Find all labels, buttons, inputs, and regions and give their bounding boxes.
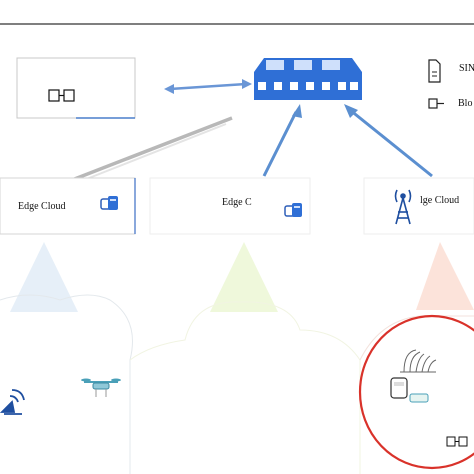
sim-card-icon: [428, 59, 441, 83]
coverage-cone-left: [10, 242, 78, 312]
edge-server-icon: [284, 203, 302, 217]
blockchain-box: [16, 57, 136, 119]
edge-cloud-label-mid: Edge C: [222, 197, 252, 208]
legend-label-block: Blo: [458, 98, 473, 109]
drone-icon: [81, 378, 121, 397]
core-link-arrow: [164, 79, 252, 94]
highlight-ellipse: [358, 314, 474, 470]
blockchain-chain-icon: [48, 89, 75, 102]
edge-cloud-box-right: [363, 177, 474, 235]
blockchain-chain-icon: [446, 436, 468, 447]
vehicle-icon: [390, 349, 437, 403]
edge-server-icon: [100, 196, 118, 210]
cell-tower-icon: [394, 189, 412, 225]
coverage-cone-mid: [210, 242, 278, 312]
block-icon: [428, 98, 444, 109]
legend-label-sim: SIN: [459, 63, 474, 74]
edge-cloud-label-right: lge Cloud: [420, 195, 460, 206]
edge-cloud-label-left: Edge Cloud: [18, 201, 66, 212]
coverage-cone-right: [416, 242, 474, 310]
edge-cloud-box-mid: [149, 177, 311, 235]
router-switch-icon: [254, 58, 362, 100]
edge-uplinks: [71, 104, 433, 182]
satellite-dish-icon: [0, 389, 25, 415]
